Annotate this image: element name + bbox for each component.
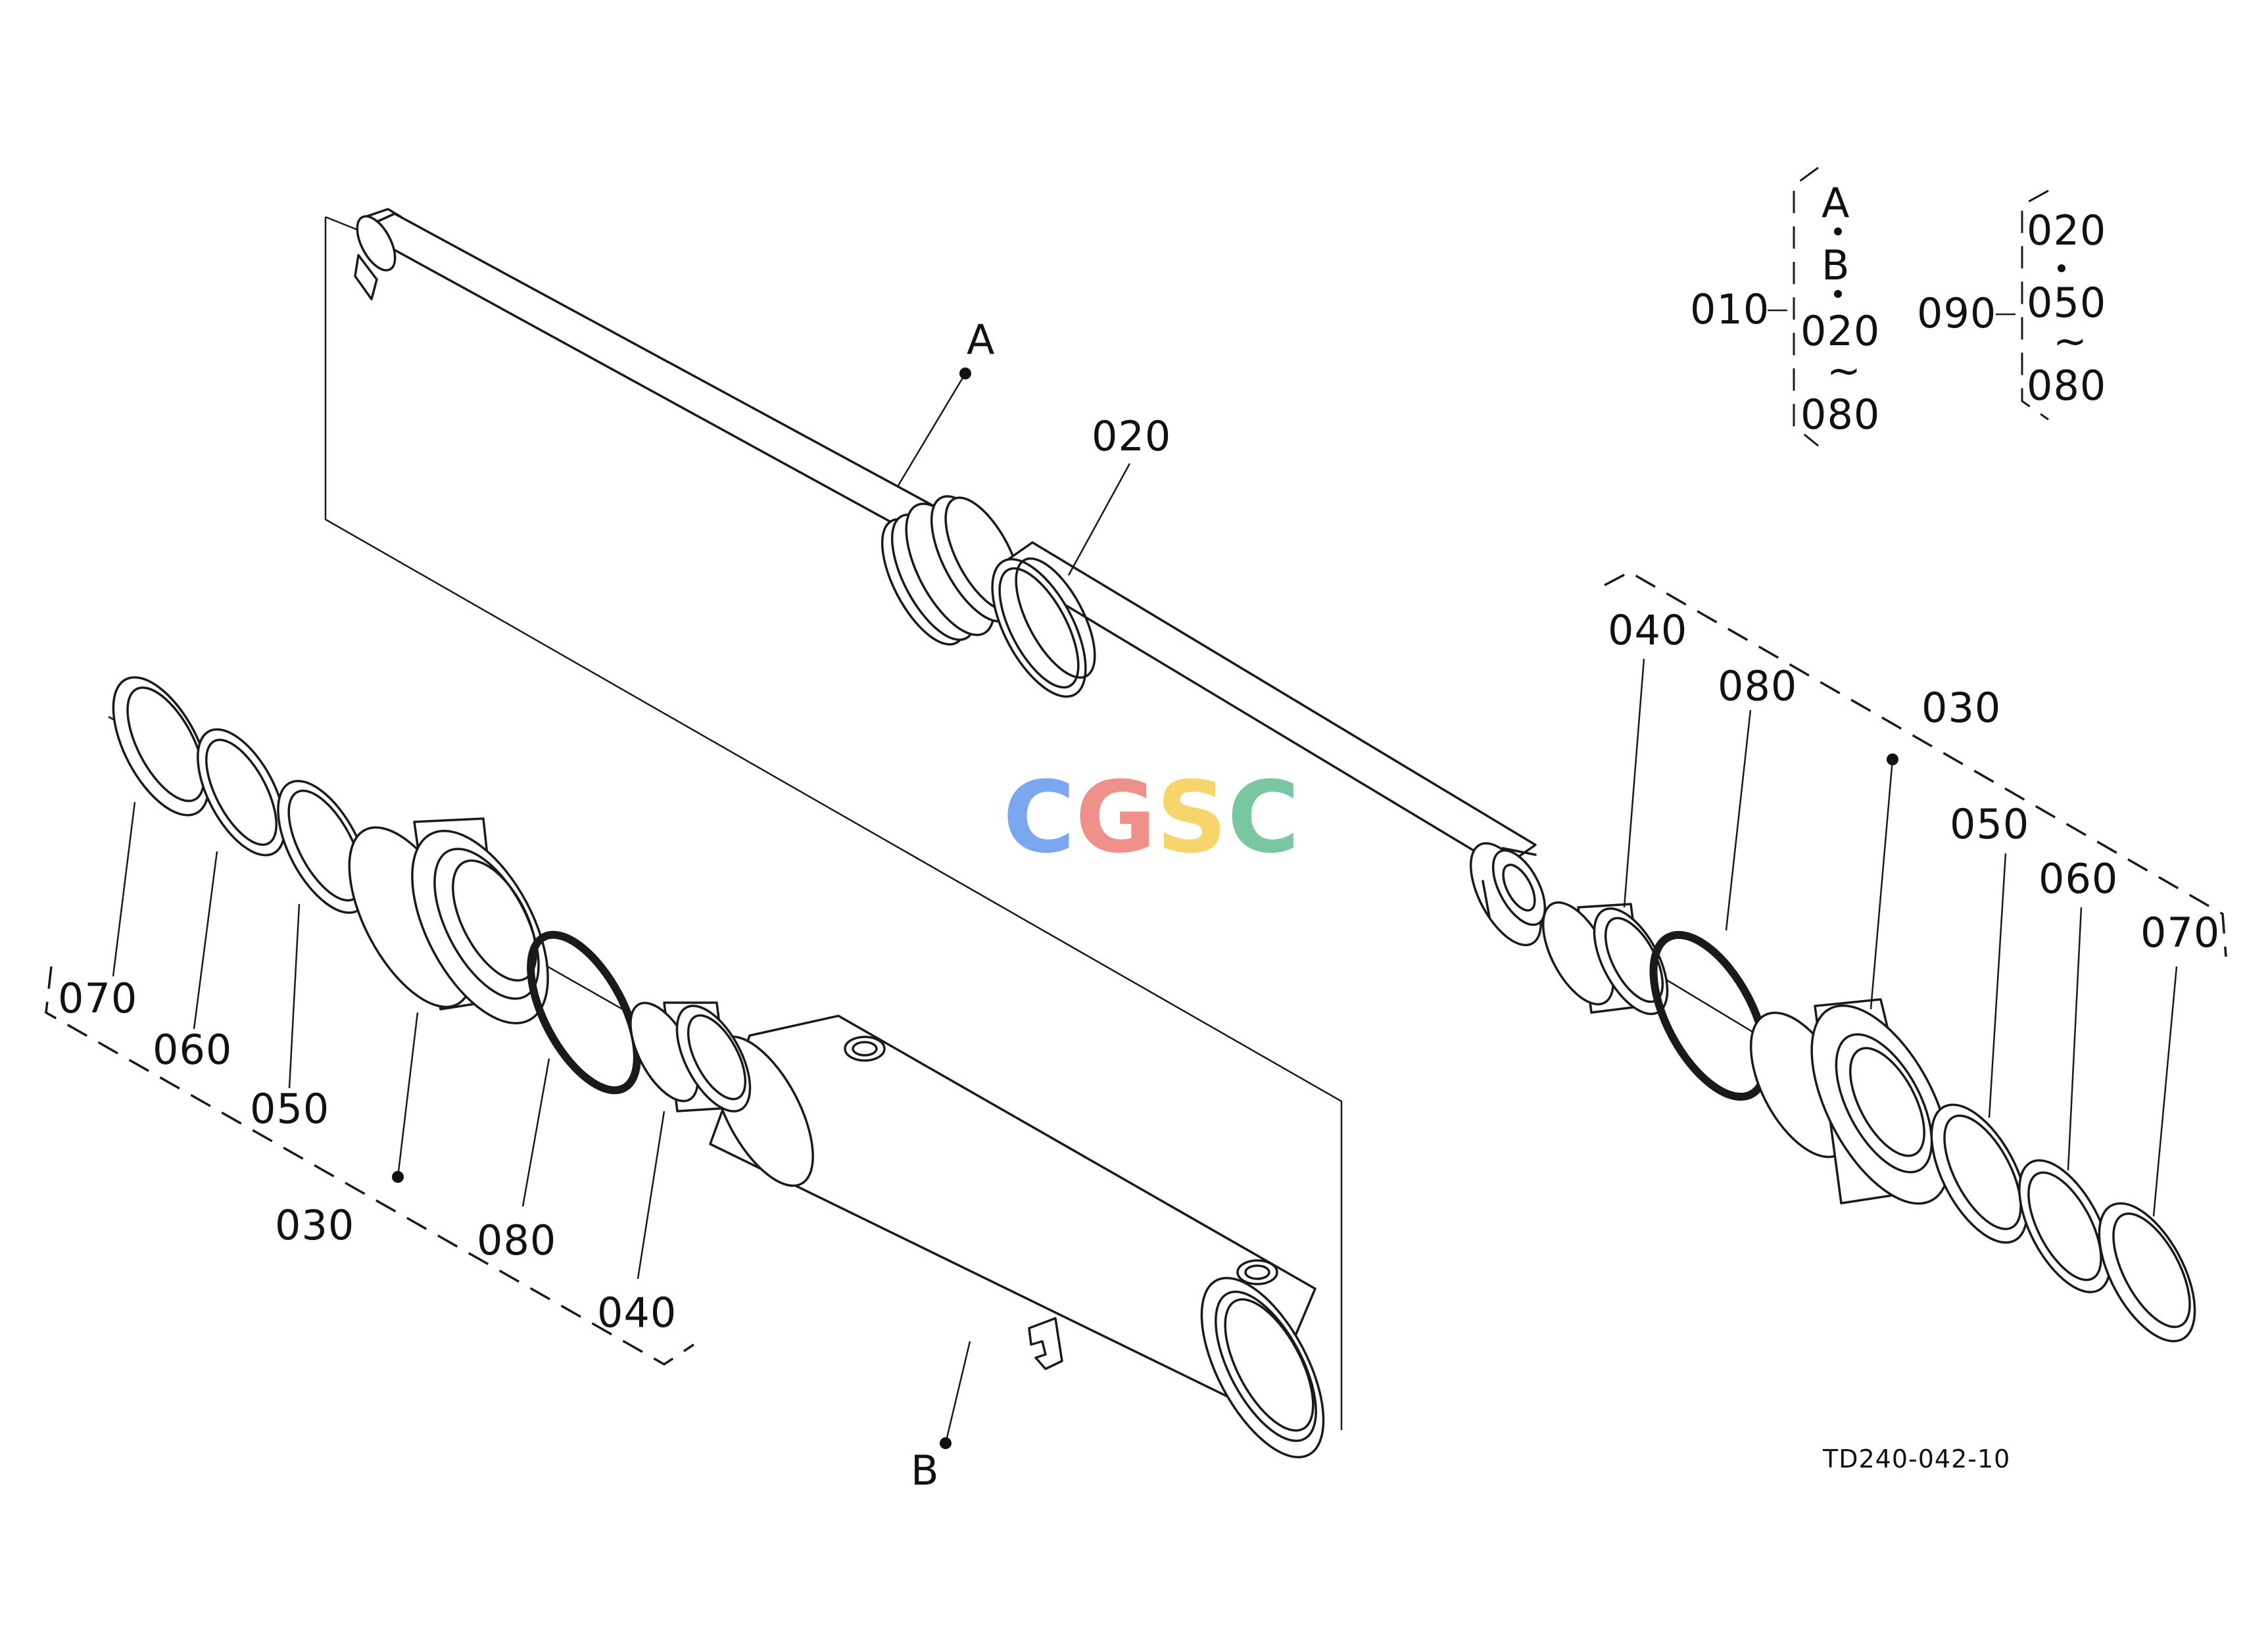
wiper-070-left <box>112 676 210 817</box>
callout-a: A <box>967 316 995 364</box>
logo-letter: C <box>1003 761 1075 875</box>
legend-group-090: 090 020 050 ~ 080 <box>1917 189 2106 421</box>
callout-050-right: 050 <box>1950 800 2029 848</box>
legend-010-tilde: ~ <box>1827 347 1862 394</box>
logo-letter: G <box>1075 761 1156 875</box>
o-ring-080-right <box>1649 930 1770 1101</box>
logo-letter: C <box>1227 761 1299 875</box>
legend-090-item-020: 020 <box>2027 206 2106 254</box>
callout-080-left: 080 <box>477 1216 556 1264</box>
callout-020-rod: 020 <box>1092 412 1171 460</box>
gland-kit-right[interactable] <box>1529 571 2227 1356</box>
drawing-number: TD240-042-10 <box>1822 1445 2010 1473</box>
o-ring-080-left <box>527 930 641 1095</box>
bushing-040-left <box>629 1001 752 1112</box>
legend-090-item-080: 080 <box>2027 362 2106 410</box>
backup-ring-060-left <box>197 728 286 857</box>
legend-090-item-050: 050 <box>2027 279 2106 327</box>
gland-030-left <box>348 817 549 1024</box>
gland-030-right <box>1749 998 1951 1205</box>
gland-kit-left[interactable] <box>45 663 765 1366</box>
callout-040-left: 040 <box>597 1289 677 1337</box>
rod-seal-050-right <box>1930 1103 2029 1244</box>
legend-010-item-020: 020 <box>1800 307 1880 355</box>
callout-080-right: 080 <box>1718 662 1797 710</box>
callout-030-right: 030 <box>1921 684 2001 732</box>
callout-040-right: 040 <box>1608 606 1687 654</box>
legend-010-item-080: 080 <box>1800 391 1880 439</box>
leader-lines <box>112 368 2178 1449</box>
cgsc-watermark-logo: CGSC <box>1003 761 1299 875</box>
callout-b: B <box>911 1446 940 1494</box>
svg-text:CGSC: CGSC <box>1003 761 1299 875</box>
legend-group-010: 010 A B 020 ~ 080 <box>1690 166 1880 447</box>
callout-030-left: 030 <box>275 1201 354 1249</box>
legend-010-item-a: A <box>1822 179 1850 227</box>
assembly-guide-lines <box>324 216 1343 1430</box>
callout-060-left: 060 <box>153 1026 232 1074</box>
logo-letter: S <box>1156 761 1227 875</box>
callout-060-right: 060 <box>2039 855 2118 903</box>
cylinder-tube[interactable] <box>692 1015 1349 1475</box>
piston-rod[interactable] <box>349 208 1555 956</box>
legend-090-key: 090 <box>1917 289 1996 337</box>
callout-070-right: 070 <box>2140 909 2220 957</box>
backup-ring-060-right <box>2018 1159 2111 1293</box>
wiper-070-right <box>2098 1202 2196 1343</box>
callout-050-left: 050 <box>250 1085 329 1133</box>
callout-070-left: 070 <box>58 974 137 1022</box>
legend-010-item-b: B <box>1822 241 1850 289</box>
legend-010-key: 010 <box>1690 285 1770 333</box>
wear-ring-020[interactable] <box>973 545 1111 711</box>
legend-090-tilde: ~ <box>2053 317 2088 365</box>
